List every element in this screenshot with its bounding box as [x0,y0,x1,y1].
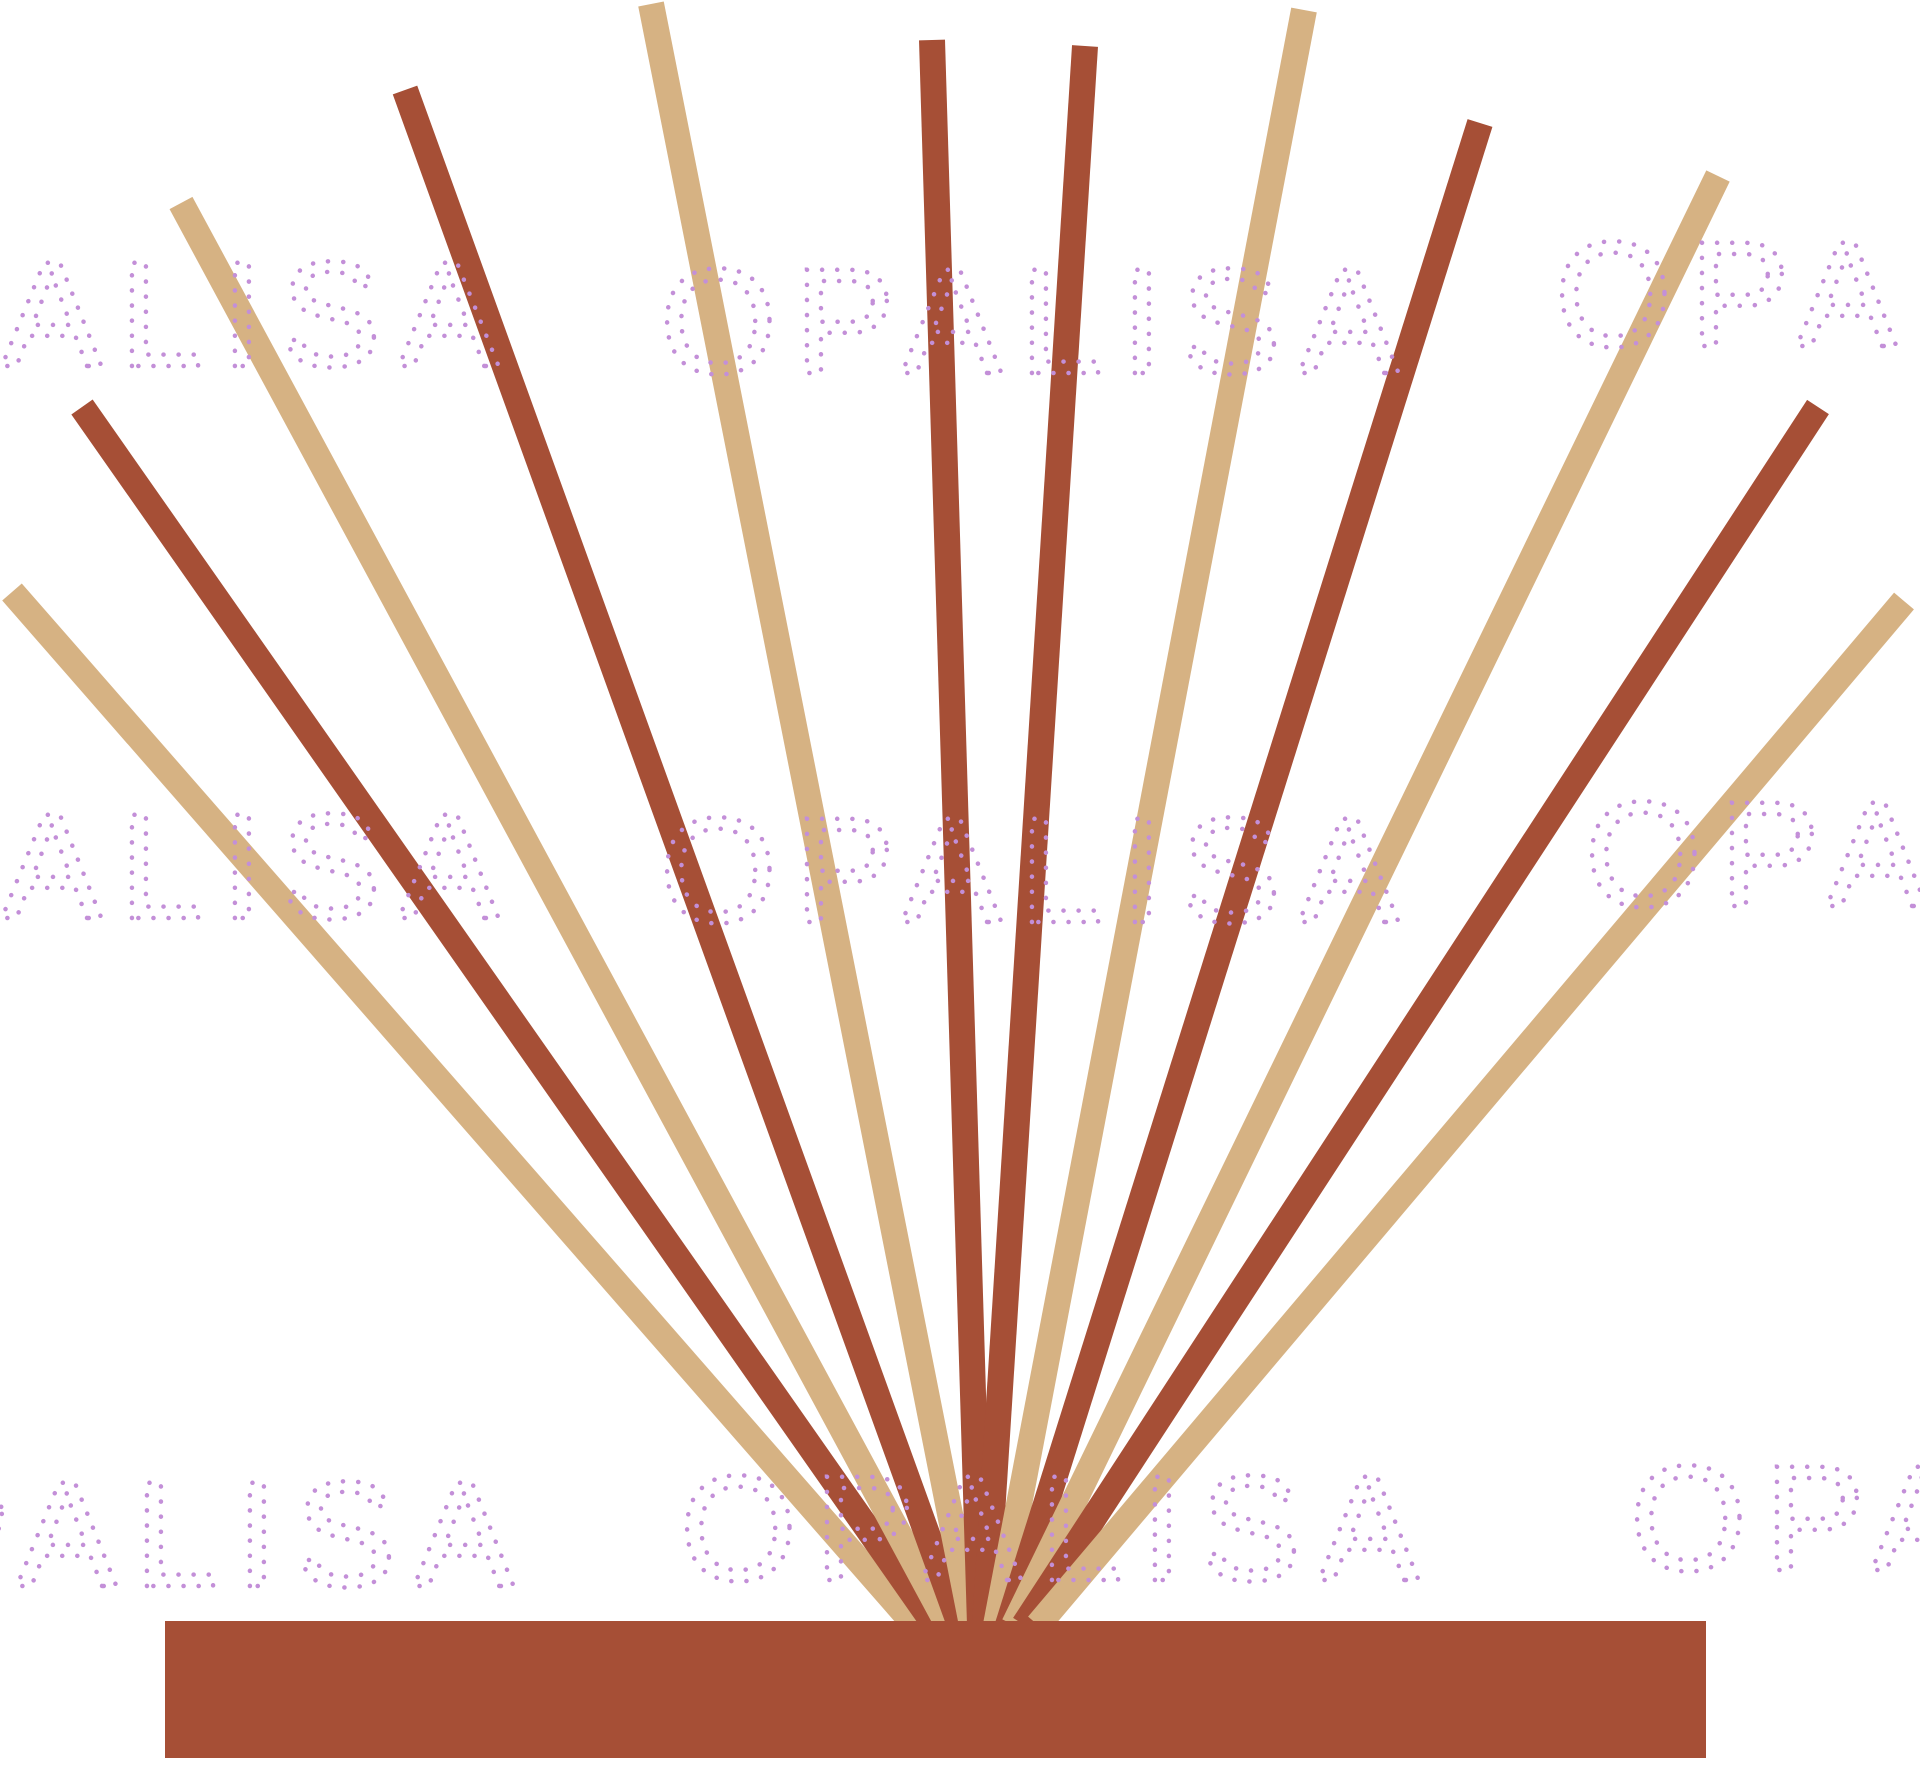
opalisa-watermark: OPALISA [0,782,517,950]
reed-stick-light [983,7,1317,1628]
opalisa-watermark: OPALISA [680,1444,1437,1612]
opalisa-watermark: OPALISA [1585,770,1920,938]
reed-stick-light [1028,592,1914,1634]
opalisa-watermark: OPALISA [0,230,517,398]
reed-stick-dark [1013,399,1829,1633]
diffuser-base-bar [165,1621,1706,1758]
opalisa-watermark: OPALISA [660,237,1417,405]
reed-stick-dark [995,119,1493,1629]
opalisa-watermark: OPALISA [660,786,1417,954]
opalisa-watermark: OPALISA [1630,1434,1920,1602]
opalisa-watermark: OPALISA [1555,210,1920,378]
reed-stick-dark [972,45,1098,1626]
reed-stick-dark [71,399,946,1633]
reed-stick-light [638,1,985,1628]
reeds-group [2,1,1914,1634]
reed-stick-dark [919,39,993,1626]
reed-stick-light [2,583,925,1634]
reed-stick-light [1002,170,1730,1631]
opalisa-watermark: OPALISA [0,1450,532,1618]
reed-stick-dark [392,85,973,1630]
reed-stick-light [169,196,960,1632]
watermark-layer: OPALISA OPALISA OPALISA OPALISA OPALISA OPALI… [0,208,1920,1621]
